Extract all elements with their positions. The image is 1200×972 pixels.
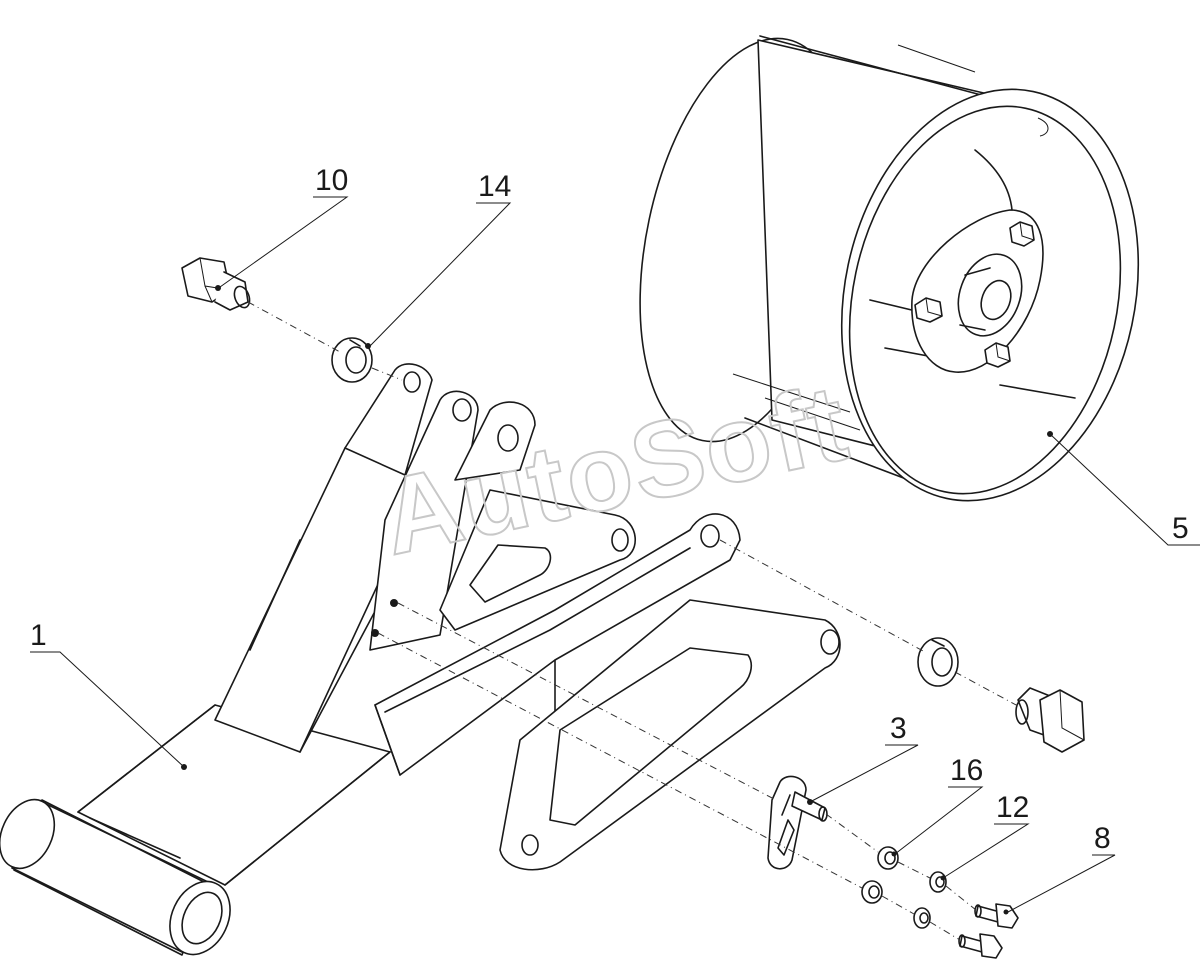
washer-part-16 [877, 846, 899, 870]
callout-14: 14 [478, 170, 511, 203]
bolt-lower [958, 933, 1003, 959]
callout-5: 5 [1172, 512, 1189, 545]
bracket-part-3 [767, 775, 828, 870]
hub-bolt-left [914, 297, 943, 323]
callout-3: 3 [890, 712, 907, 745]
spring-washer-lower [913, 907, 931, 929]
drum-pulley [639, 35, 1140, 502]
bolt-right [1015, 687, 1085, 753]
lock-washer-part-14 [331, 337, 373, 383]
callout-1: 1 [30, 619, 47, 652]
arm-tube [0, 798, 231, 956]
lock-washer-right [917, 637, 959, 687]
hub-bolt-top [1009, 221, 1035, 247]
drum-hub [911, 209, 1044, 373]
spring-washer-part-12 [929, 871, 947, 893]
bolt-part-8 [974, 903, 1019, 929]
assembly-axes [247, 301, 1019, 941]
callout-16: 16 [950, 754, 983, 787]
washer-lower [861, 880, 883, 904]
bolt-part-10 [181, 257, 251, 311]
callout-12: 12 [996, 791, 1029, 824]
leader-lines [30, 196, 1200, 913]
main-arm-assembly [0, 363, 841, 956]
callout-10: 10 [315, 164, 348, 197]
hub-bolt-bottom [984, 342, 1011, 368]
callout-labels: 10 14 1 5 3 16 12 8 [30, 164, 1189, 855]
callout-8: 8 [1094, 822, 1111, 855]
